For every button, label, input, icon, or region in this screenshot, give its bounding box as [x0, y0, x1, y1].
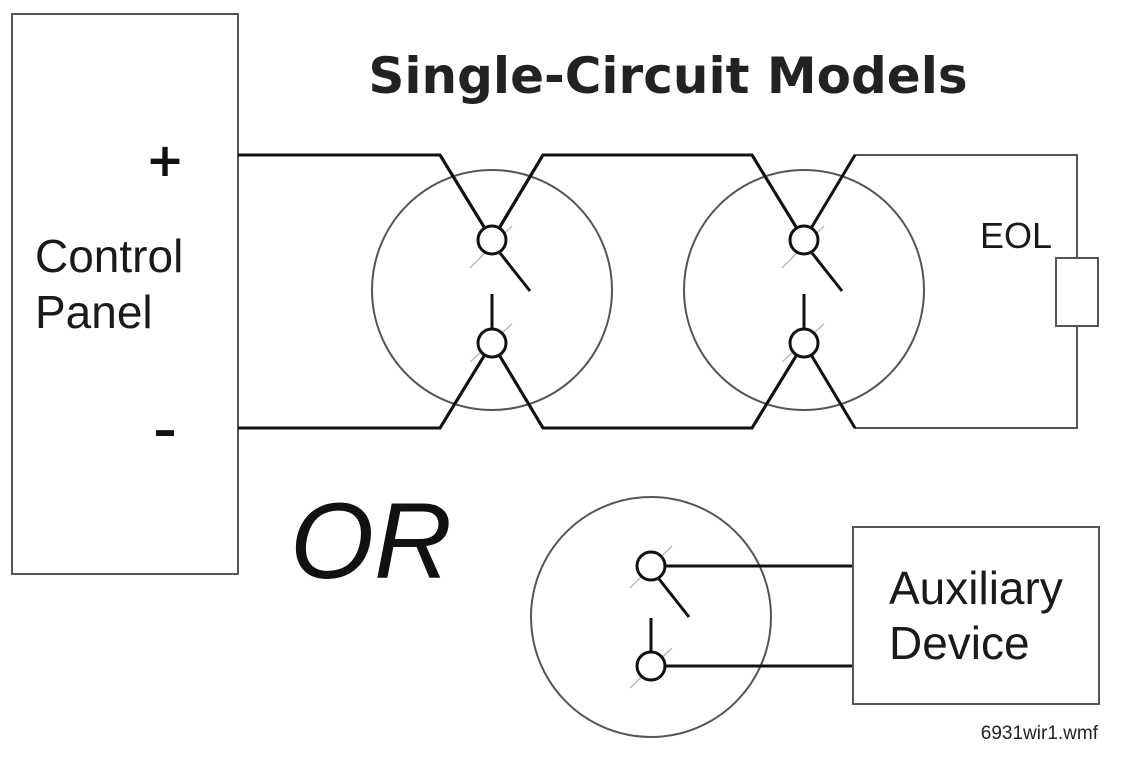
detector-2-in-bottom — [750, 342, 806, 429]
detector-1-bottom-terminal — [476, 327, 508, 359]
eol-resistor-body — [1055, 257, 1099, 327]
eol-label: EOL — [980, 215, 1052, 256]
negative-wire-panel-to-detector1 — [238, 342, 494, 430]
detector-3-top-terminal — [635, 550, 667, 582]
circuit-wires — [238, 153, 1078, 430]
control-panel-label-line2: Panel — [35, 286, 153, 338]
detector-1-in-bottom — [438, 342, 494, 429]
detector-1 — [371, 154, 613, 429]
detector-1-out-bottom — [490, 342, 545, 429]
control-panel-box — [11, 13, 239, 575]
auxiliary-device-label-line1: Auxiliary — [889, 562, 1063, 614]
detector-2-out-top — [802, 154, 857, 241]
diagram-title: Single-Circuit Models — [368, 47, 967, 105]
detector-3 — [530, 496, 853, 738]
or-label: OR — [290, 480, 452, 601]
detector-2 — [683, 154, 925, 429]
detector-2-top-terminal — [788, 224, 820, 256]
detector-2-out-bottom — [802, 342, 857, 429]
detector-3-bottom-terminal — [635, 650, 667, 682]
positive-terminal-sign: + — [146, 133, 185, 187]
detector-1-top-terminal — [476, 224, 508, 256]
detector-2-bottom-terminal — [788, 327, 820, 359]
detector-2-in-top — [750, 154, 806, 241]
auxiliary-device-label-line2: Device — [889, 617, 1030, 669]
control-panel-label-line1: Control — [35, 230, 183, 282]
detector-2-switch-arm — [810, 252, 844, 292]
detector-2-base — [683, 169, 925, 411]
filename-label: 6931wir1.wmf — [981, 723, 1099, 744]
auxiliary-device: Auxiliary Device — [852, 526, 1100, 705]
negative-wire-detector1-to-detector2 — [490, 342, 806, 430]
detector-1-in-top — [438, 154, 494, 241]
detector-1-switch-arm — [498, 252, 532, 292]
control-panel: + – Control Panel — [11, 13, 239, 575]
detector-1-out-top — [490, 154, 545, 241]
detector-3-switch-arm — [657, 578, 691, 618]
eol-resistor: EOL — [980, 215, 1099, 327]
detector-3-base — [530, 496, 772, 738]
detector-1-base — [371, 169, 613, 411]
auxiliary-device-box — [852, 526, 1100, 705]
negative-terminal-sign: – — [154, 403, 177, 457]
positive-wire-detector1-to-detector2 — [490, 153, 806, 241]
positive-wire-panel-to-detector1 — [238, 153, 494, 241]
